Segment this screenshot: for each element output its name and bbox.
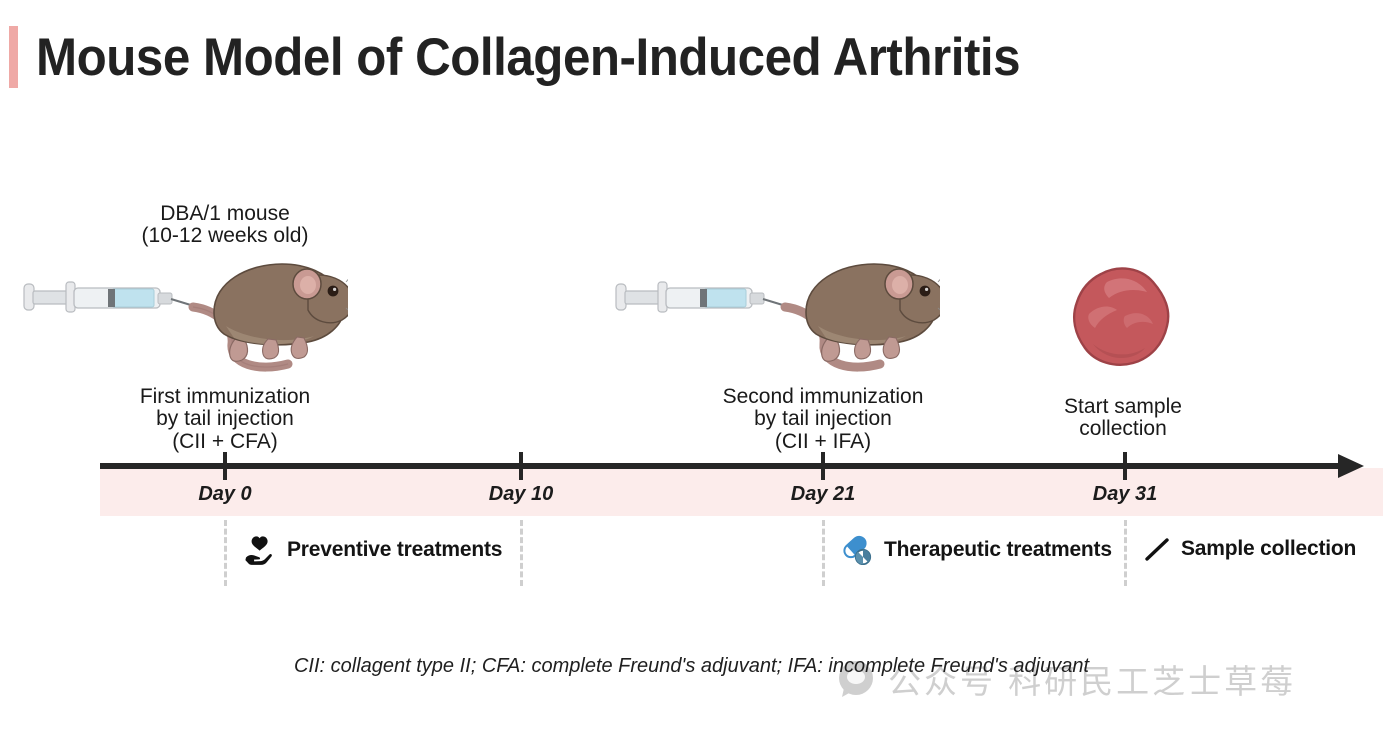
day-label-21: Day 21 xyxy=(790,483,856,505)
caption-line: by tail injection xyxy=(156,407,294,431)
caption-line: (10-12 weeks old) xyxy=(141,224,309,248)
caption-line: DBA/1 mouse xyxy=(160,202,290,225)
guide-line-day-10 xyxy=(520,520,523,586)
day-label-0: Day 0 xyxy=(198,483,252,505)
legend-label: Preventive treatments xyxy=(287,538,503,561)
caption-line: by tail injection xyxy=(754,407,892,431)
legend-label: Therapeutic treatments xyxy=(884,538,1112,561)
legend-item-preventive-treatments[interactable]: Preventive treatments xyxy=(243,535,502,565)
caption-line: collection xyxy=(1079,417,1167,441)
tick-day-31 xyxy=(1123,452,1127,480)
legend-item-therapeutic-treatments[interactable]: Therapeutic treatments xyxy=(840,535,1112,565)
guide-line-day-21 xyxy=(822,520,825,586)
caption-line: First immunization xyxy=(139,385,311,408)
legend-item-sample-collection[interactable]: Sample collection xyxy=(1143,535,1356,563)
needle-slash-icon xyxy=(1145,538,1169,561)
caption-line: Second immunization xyxy=(722,385,924,408)
timeline-axis xyxy=(100,463,1345,469)
hand-holding-heart-icon xyxy=(245,536,272,565)
mouse-with-syringe-graphic-1 xyxy=(23,263,348,372)
tissue-blob-graphic xyxy=(1073,267,1170,366)
timeline-band xyxy=(100,468,1383,516)
guide-line-day-31 xyxy=(1124,520,1127,586)
page-header: Mouse Model of Collagen-Induced Arthriti… xyxy=(0,26,1094,88)
tick-day-10 xyxy=(519,452,523,480)
caption-line: Start sample xyxy=(1064,395,1182,418)
day-label-31: Day 31 xyxy=(1092,483,1158,505)
caption-line: (CII + CFA) xyxy=(172,429,278,453)
footnote: CII: collagent type II; CFA: complete Fr… xyxy=(293,655,1090,677)
timeline-arrowhead xyxy=(1338,454,1364,478)
tick-day-0 xyxy=(223,452,227,480)
caption-second-immunization: Second immunization by tail injection (C… xyxy=(722,385,924,453)
guide-line-day-0 xyxy=(224,520,227,586)
tick-day-21 xyxy=(821,452,825,480)
page-title: Mouse Model of Collagen-Induced Arthriti… xyxy=(36,27,1021,87)
caption-first-immunization: First immunization by tail injection (CI… xyxy=(139,385,311,453)
title-accent-bar xyxy=(9,26,18,88)
pills-icon xyxy=(843,535,872,565)
mouse-with-syringe-graphic-2 xyxy=(615,263,940,372)
day-label-10: Day 10 xyxy=(488,483,554,505)
caption-start-sample-collection: Start sample collection xyxy=(1064,395,1182,441)
caption-line: (CII + IFA) xyxy=(774,429,872,453)
legend-label: Sample collection xyxy=(1181,537,1357,560)
caption-dba1-mouse: DBA/1 mouse (10-12 weeks old) xyxy=(141,202,309,248)
